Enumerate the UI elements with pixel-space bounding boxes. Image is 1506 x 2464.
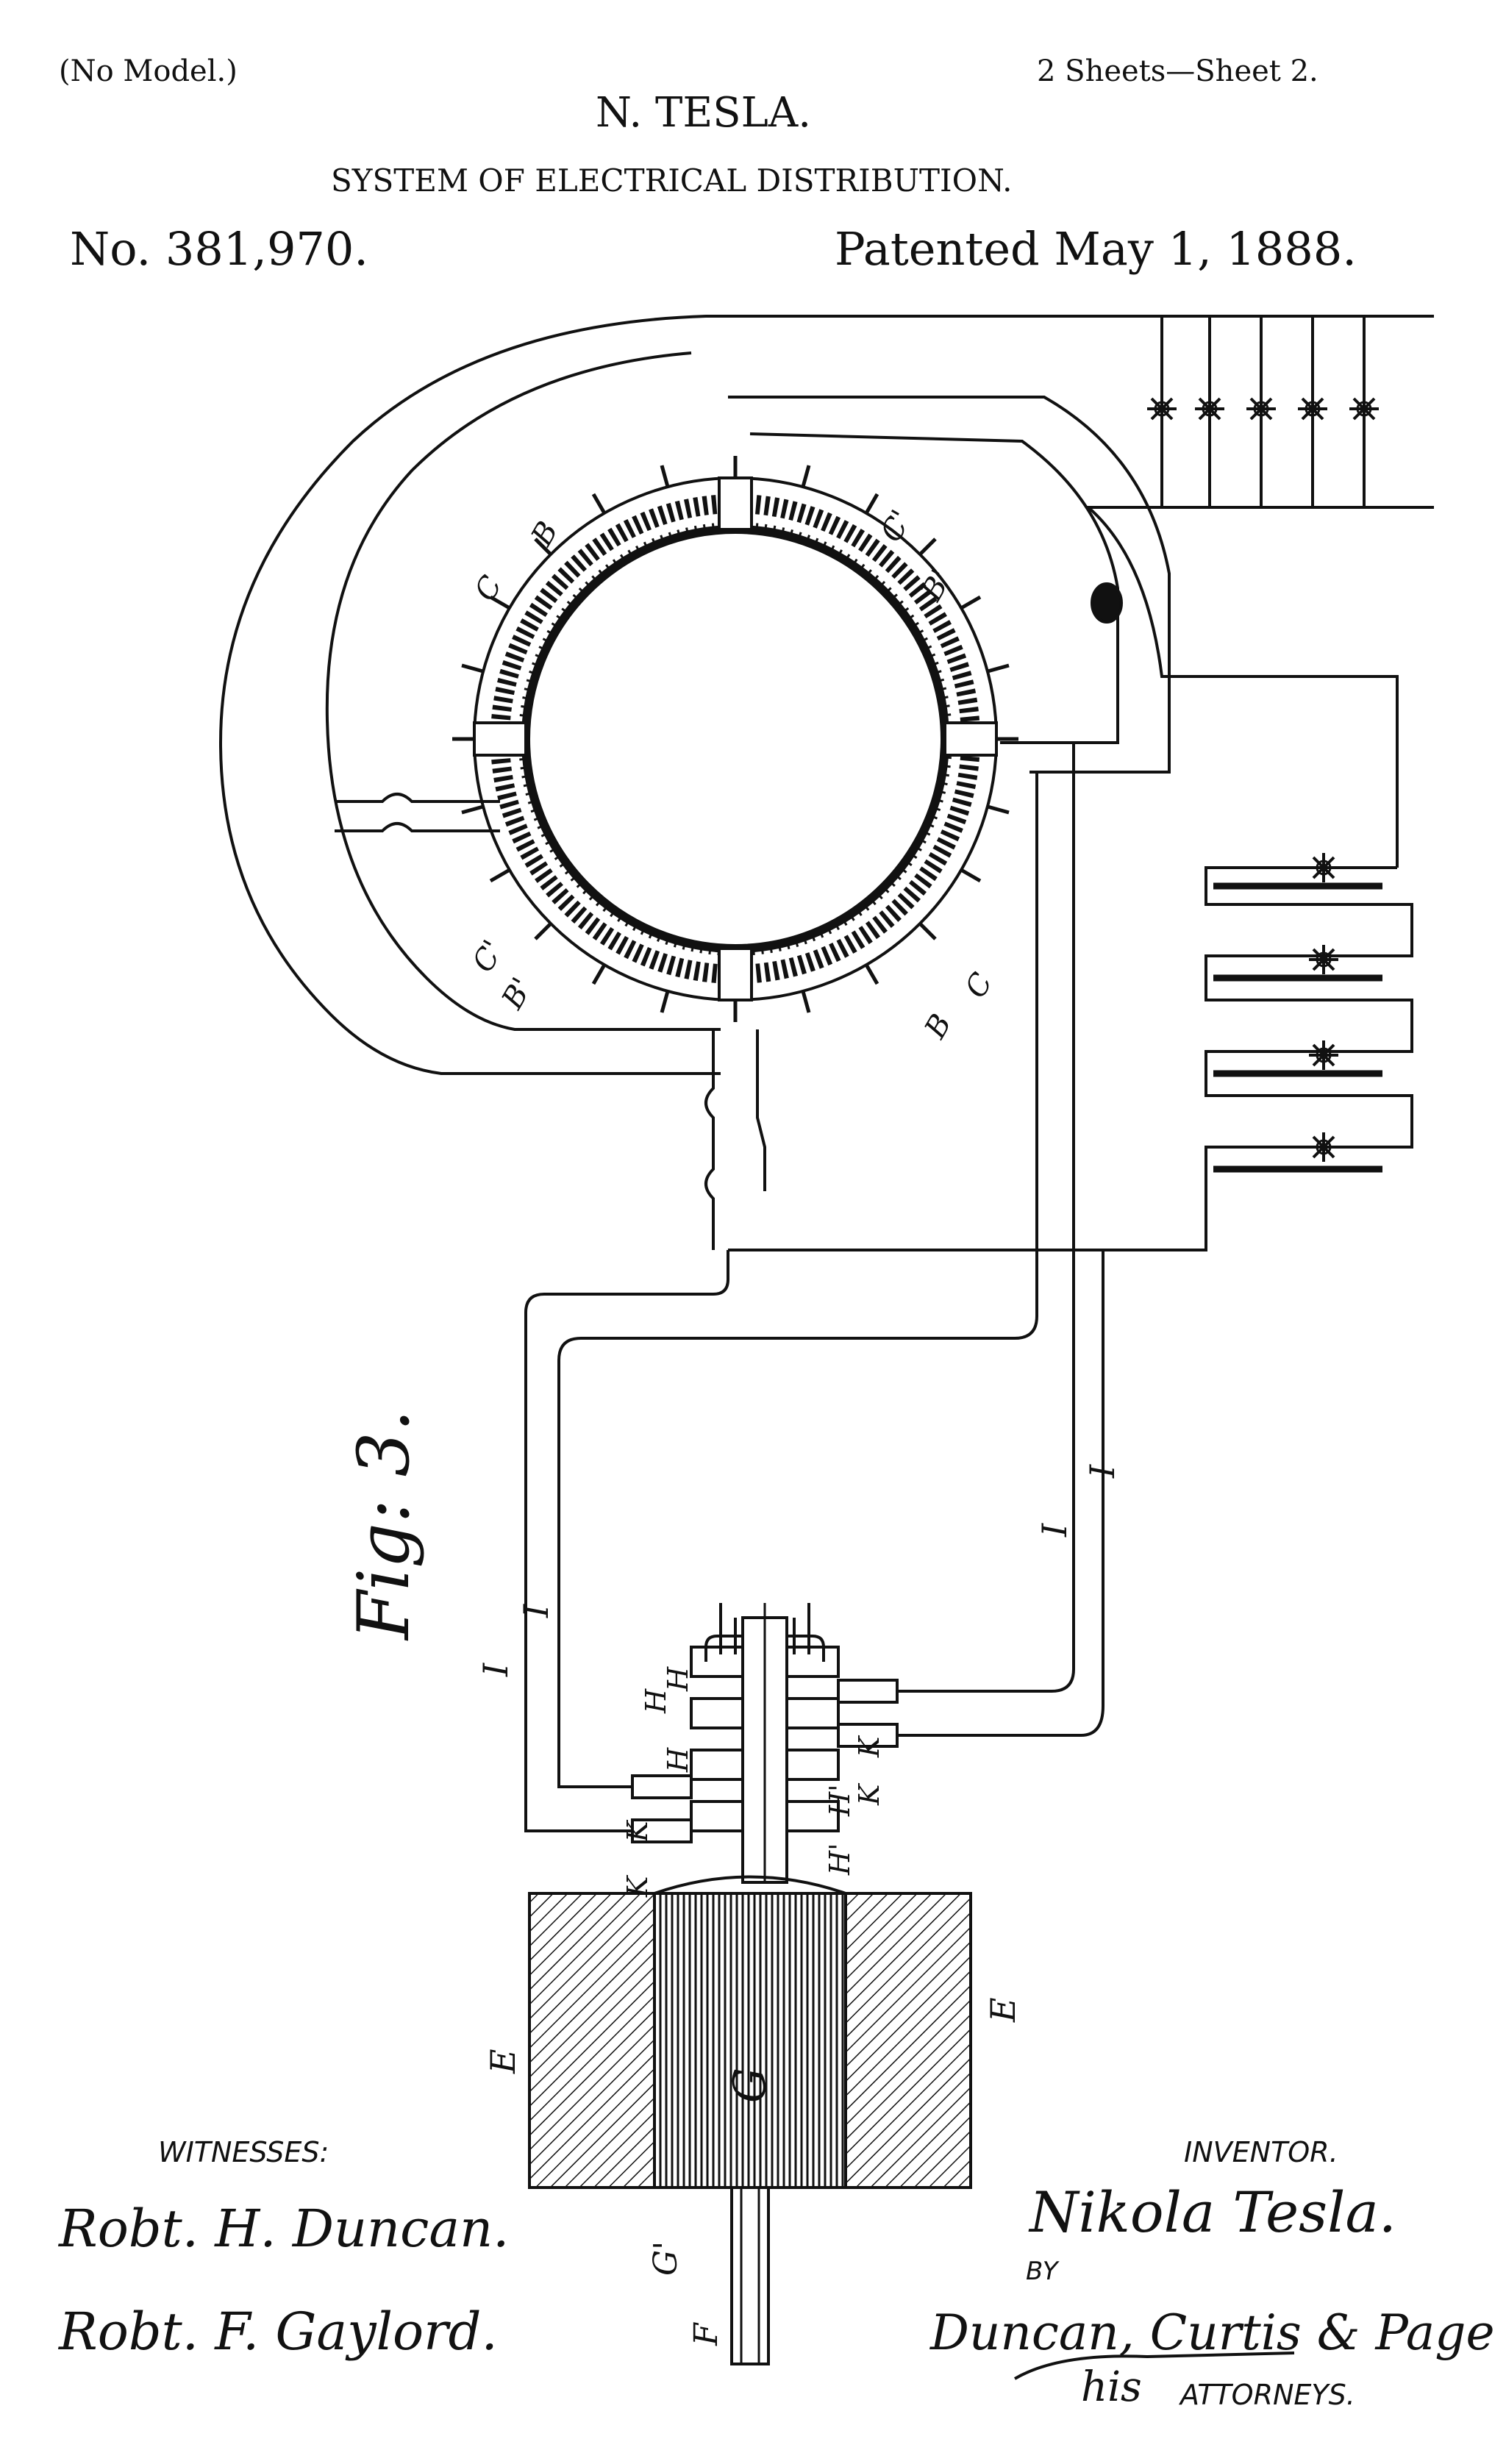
outer-circuit-band-inner xyxy=(1084,506,1434,868)
shaft xyxy=(730,2186,770,2365)
label-C: C xyxy=(468,570,509,607)
figure-3 xyxy=(218,315,1434,2365)
label-C1: C' xyxy=(874,504,919,548)
inner-circuit-band xyxy=(325,351,721,1031)
upper-lamp-bank xyxy=(1146,316,1380,507)
lamp-icon xyxy=(1307,943,1340,976)
label-C-bottom: C xyxy=(959,967,999,1004)
witness-signature-2: Robt. F. Gaylord. xyxy=(57,2301,498,2362)
label-H-3: H xyxy=(662,1747,694,1773)
label-I-3: I xyxy=(1035,1523,1074,1538)
header: (No Model.) 2 Sheets—Sheet 2. N. TESLA. … xyxy=(59,54,1357,276)
by-label: BY xyxy=(1026,2257,1060,2286)
field-magnet-right xyxy=(844,1892,972,2189)
outer-circuit-band xyxy=(218,315,1434,1075)
no-model-label: (No Model.) xyxy=(59,54,238,88)
inventor-label: INVENTOR. xyxy=(1184,2136,1338,2168)
lamp-icon xyxy=(1245,393,1277,425)
witnesses-label: WITNESSES: xyxy=(158,2136,329,2168)
label-I-4: I xyxy=(1082,1464,1122,1479)
label-K-2: K xyxy=(621,1874,654,1898)
lamp-icon xyxy=(1296,393,1329,425)
label-F: F xyxy=(688,2322,725,2346)
sheets-label: 2 Sheets—Sheet 2. xyxy=(1037,54,1318,88)
label-G1: G' xyxy=(647,2241,685,2276)
brushes xyxy=(631,1679,899,1843)
his-label: his xyxy=(1081,2363,1142,2411)
witness-signature-1: Robt. H. Duncan. xyxy=(57,2199,509,2259)
ring-coil-teeth xyxy=(452,456,1018,1022)
lower-lamp-bank xyxy=(728,851,1413,1251)
lamp-icon xyxy=(1307,851,1340,884)
patent-number: No. 381,970. xyxy=(70,222,368,276)
armature xyxy=(653,1892,847,2189)
label-E-left: E xyxy=(483,2049,523,2074)
figure-label: Fig: 3. xyxy=(343,1410,425,1641)
label-B-bottom: B xyxy=(918,1009,958,1045)
label-C1-left: C' xyxy=(466,935,511,978)
patent-title: SYSTEM OF ELECTRICAL DISTRIBUTION. xyxy=(331,163,1012,199)
label-H1-1: H' xyxy=(824,1784,856,1817)
label-I-1: I xyxy=(476,1663,515,1677)
label-G: G xyxy=(724,2068,776,2103)
signature-flourish xyxy=(1013,2351,1295,2380)
attorneys-signature: Duncan, Curtis & Page xyxy=(929,2304,1495,2361)
label-E-right: E xyxy=(983,1997,1023,2023)
patent-date: Patented May 1, 1888. xyxy=(835,222,1357,276)
field-magnet-left xyxy=(528,1892,656,2189)
lamp-icon xyxy=(1193,393,1226,425)
lamp-icon xyxy=(1307,1039,1340,1071)
attorneys-label: ATTORNEYS. xyxy=(1178,2379,1355,2411)
footer: WITNESSES: Robt. H. Duncan. Robt. F. Gay… xyxy=(57,2136,1495,2411)
inventor-signature: Nikola Tesla. xyxy=(1028,2179,1396,2245)
ring-outer-coils xyxy=(473,476,998,1001)
label-K-3: K xyxy=(853,1735,885,1758)
lamp-icon xyxy=(1348,393,1380,425)
label-H-1: H xyxy=(640,1688,672,1714)
ring-core xyxy=(521,525,949,953)
label-I-2: I xyxy=(516,1604,556,1618)
label-B1-left: B' xyxy=(495,972,540,1015)
label-H1-2: H' xyxy=(824,1843,856,1876)
inventor-name: N. TESLA. xyxy=(596,89,811,137)
label-K-4: K xyxy=(853,1782,885,1806)
label-H-2: H xyxy=(662,1666,694,1692)
collector-rings xyxy=(690,1603,840,1884)
lamp-icon xyxy=(1307,1131,1340,1163)
label-K-1: K xyxy=(621,1819,654,1843)
lamp-icon xyxy=(1146,393,1178,425)
